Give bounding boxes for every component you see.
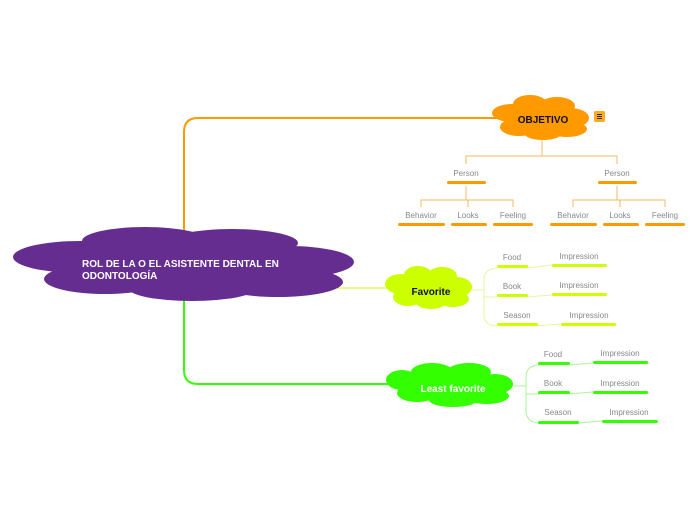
least-favorite-label: Least favorite	[420, 384, 485, 395]
favorite-food[interactable]: Food	[497, 253, 528, 268]
svg-text:Food: Food	[544, 350, 562, 359]
svg-text:Feeling: Feeling	[500, 211, 526, 220]
svg-text:Looks: Looks	[609, 211, 630, 220]
favorite-label: Favorite	[412, 287, 451, 298]
least-favorite-node[interactable]: Least favorite	[386, 363, 513, 407]
svg-text:Book: Book	[544, 379, 563, 388]
person-2-feeling[interactable]: Feeling	[645, 211, 685, 226]
connector-root-objetivo	[183, 117, 498, 240]
favorite-food-impression[interactable]: Impression	[552, 252, 607, 267]
svg-text:Impression: Impression	[600, 379, 639, 388]
favorite-book[interactable]: Book	[497, 282, 528, 297]
connectors	[183, 117, 666, 424]
person-1-behavior[interactable]: Behavior	[398, 211, 445, 226]
least-book[interactable]: Book	[538, 379, 570, 394]
svg-text:Impression: Impression	[569, 311, 608, 320]
svg-text:Food: Food	[503, 253, 521, 262]
favorite-season[interactable]: Season	[497, 311, 538, 326]
least-season[interactable]: Season	[538, 408, 579, 424]
person-1-feeling[interactable]: Feeling	[493, 211, 533, 226]
svg-text:Looks: Looks	[457, 211, 478, 220]
objetivo-label: OBJETIVO	[518, 115, 569, 126]
svg-text:Impression: Impression	[609, 408, 648, 417]
objetivo-person-1[interactable]: Person	[447, 169, 486, 184]
root-label-line1: ROL DE LA O EL ASISTENTE DENTAL EN	[82, 259, 279, 270]
svg-text:Feeling: Feeling	[652, 211, 678, 220]
root-node[interactable]: ROL DE LA O EL ASISTENTE DENTAL EN ODONT…	[13, 227, 354, 301]
svg-text:Behavior: Behavior	[557, 211, 589, 220]
svg-text:Season: Season	[503, 311, 530, 320]
objetivo-node[interactable]: OBJETIVO	[492, 95, 589, 140]
least-food-impression[interactable]: Impression	[593, 349, 648, 364]
svg-text:Impression: Impression	[600, 349, 639, 358]
favorite-book-impression[interactable]: Impression	[552, 281, 607, 296]
svg-text:Season: Season	[544, 408, 571, 417]
root-label-line2: ODONTOLOGÍA	[82, 269, 157, 282]
least-book-impression[interactable]: Impression	[593, 379, 648, 394]
svg-text:Impression: Impression	[559, 252, 598, 261]
favorite-node[interactable]: Favorite	[385, 266, 472, 309]
connector-root-least	[183, 285, 392, 385]
person-label: Person	[604, 169, 629, 178]
person-1-looks[interactable]: Looks	[451, 211, 487, 226]
person-2-behavior[interactable]: Behavior	[550, 211, 597, 226]
svg-text:Behavior: Behavior	[405, 211, 437, 220]
favorite-season-impression[interactable]: Impression	[561, 311, 616, 326]
person-2-looks[interactable]: Looks	[603, 211, 639, 226]
least-season-impression[interactable]: Impression	[602, 408, 658, 423]
objetivo-person-2[interactable]: Person	[598, 169, 637, 184]
svg-text:Book: Book	[503, 282, 522, 291]
least-food[interactable]: Food	[538, 350, 570, 365]
note-icon[interactable]	[594, 111, 605, 122]
svg-text:Impression: Impression	[559, 281, 598, 290]
person-label: Person	[453, 169, 478, 178]
